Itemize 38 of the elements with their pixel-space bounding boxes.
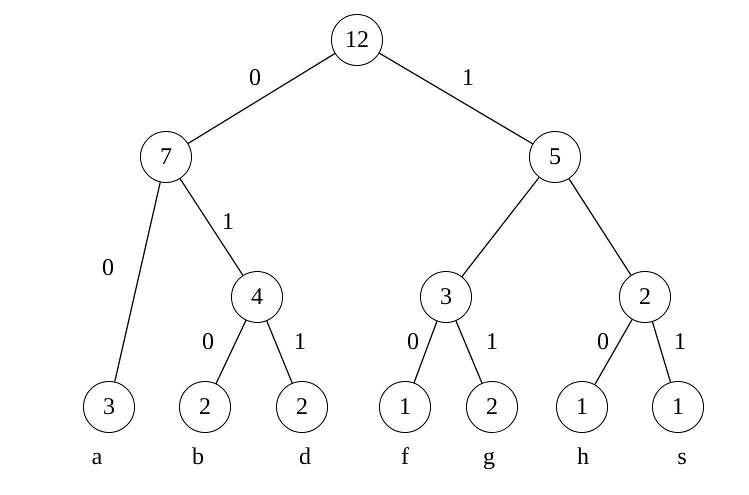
tree-edge xyxy=(594,319,633,385)
node-weight: 1 xyxy=(672,395,684,419)
node-weight: 2 xyxy=(486,395,498,419)
tree-edge xyxy=(266,320,293,384)
tree-edge xyxy=(114,182,161,382)
node-weight: 7 xyxy=(160,145,172,169)
tree-node-circle xyxy=(556,381,608,433)
tree-node-circle xyxy=(379,381,431,433)
tree-edge xyxy=(461,177,540,277)
node-weight: 2 xyxy=(639,285,651,309)
tree-node-circle xyxy=(420,271,472,323)
tree-node-circle xyxy=(179,381,231,433)
node-weight: 1 xyxy=(576,395,588,419)
tree-edge xyxy=(188,53,336,144)
tree-node-circle xyxy=(331,14,383,66)
tree-node-circle xyxy=(619,271,671,323)
tree-node-circle xyxy=(140,131,192,183)
node-weight: 5 xyxy=(549,145,561,169)
tree-node-circle xyxy=(276,381,328,433)
tree-edge xyxy=(180,178,244,276)
node-weight: 2 xyxy=(296,395,308,419)
tree-node-circle xyxy=(529,131,581,183)
tree-edge xyxy=(455,320,483,384)
tree-node-circle xyxy=(83,381,135,433)
tree-edge xyxy=(413,321,438,383)
tree-edge xyxy=(568,178,632,276)
tree-edge xyxy=(652,322,672,382)
node-weight: 3 xyxy=(103,395,115,419)
node-weight: 2 xyxy=(199,395,211,419)
node-weight: 1 xyxy=(399,395,411,419)
node-weight: 12 xyxy=(345,28,369,52)
tree-node-circle xyxy=(231,271,283,323)
tree-node-circle xyxy=(466,381,518,433)
tree-node-circle xyxy=(652,381,704,433)
tree-edge xyxy=(379,52,533,144)
node-weight: 4 xyxy=(251,285,263,309)
node-weight: 3 xyxy=(440,285,452,309)
tree-edge xyxy=(216,320,246,384)
